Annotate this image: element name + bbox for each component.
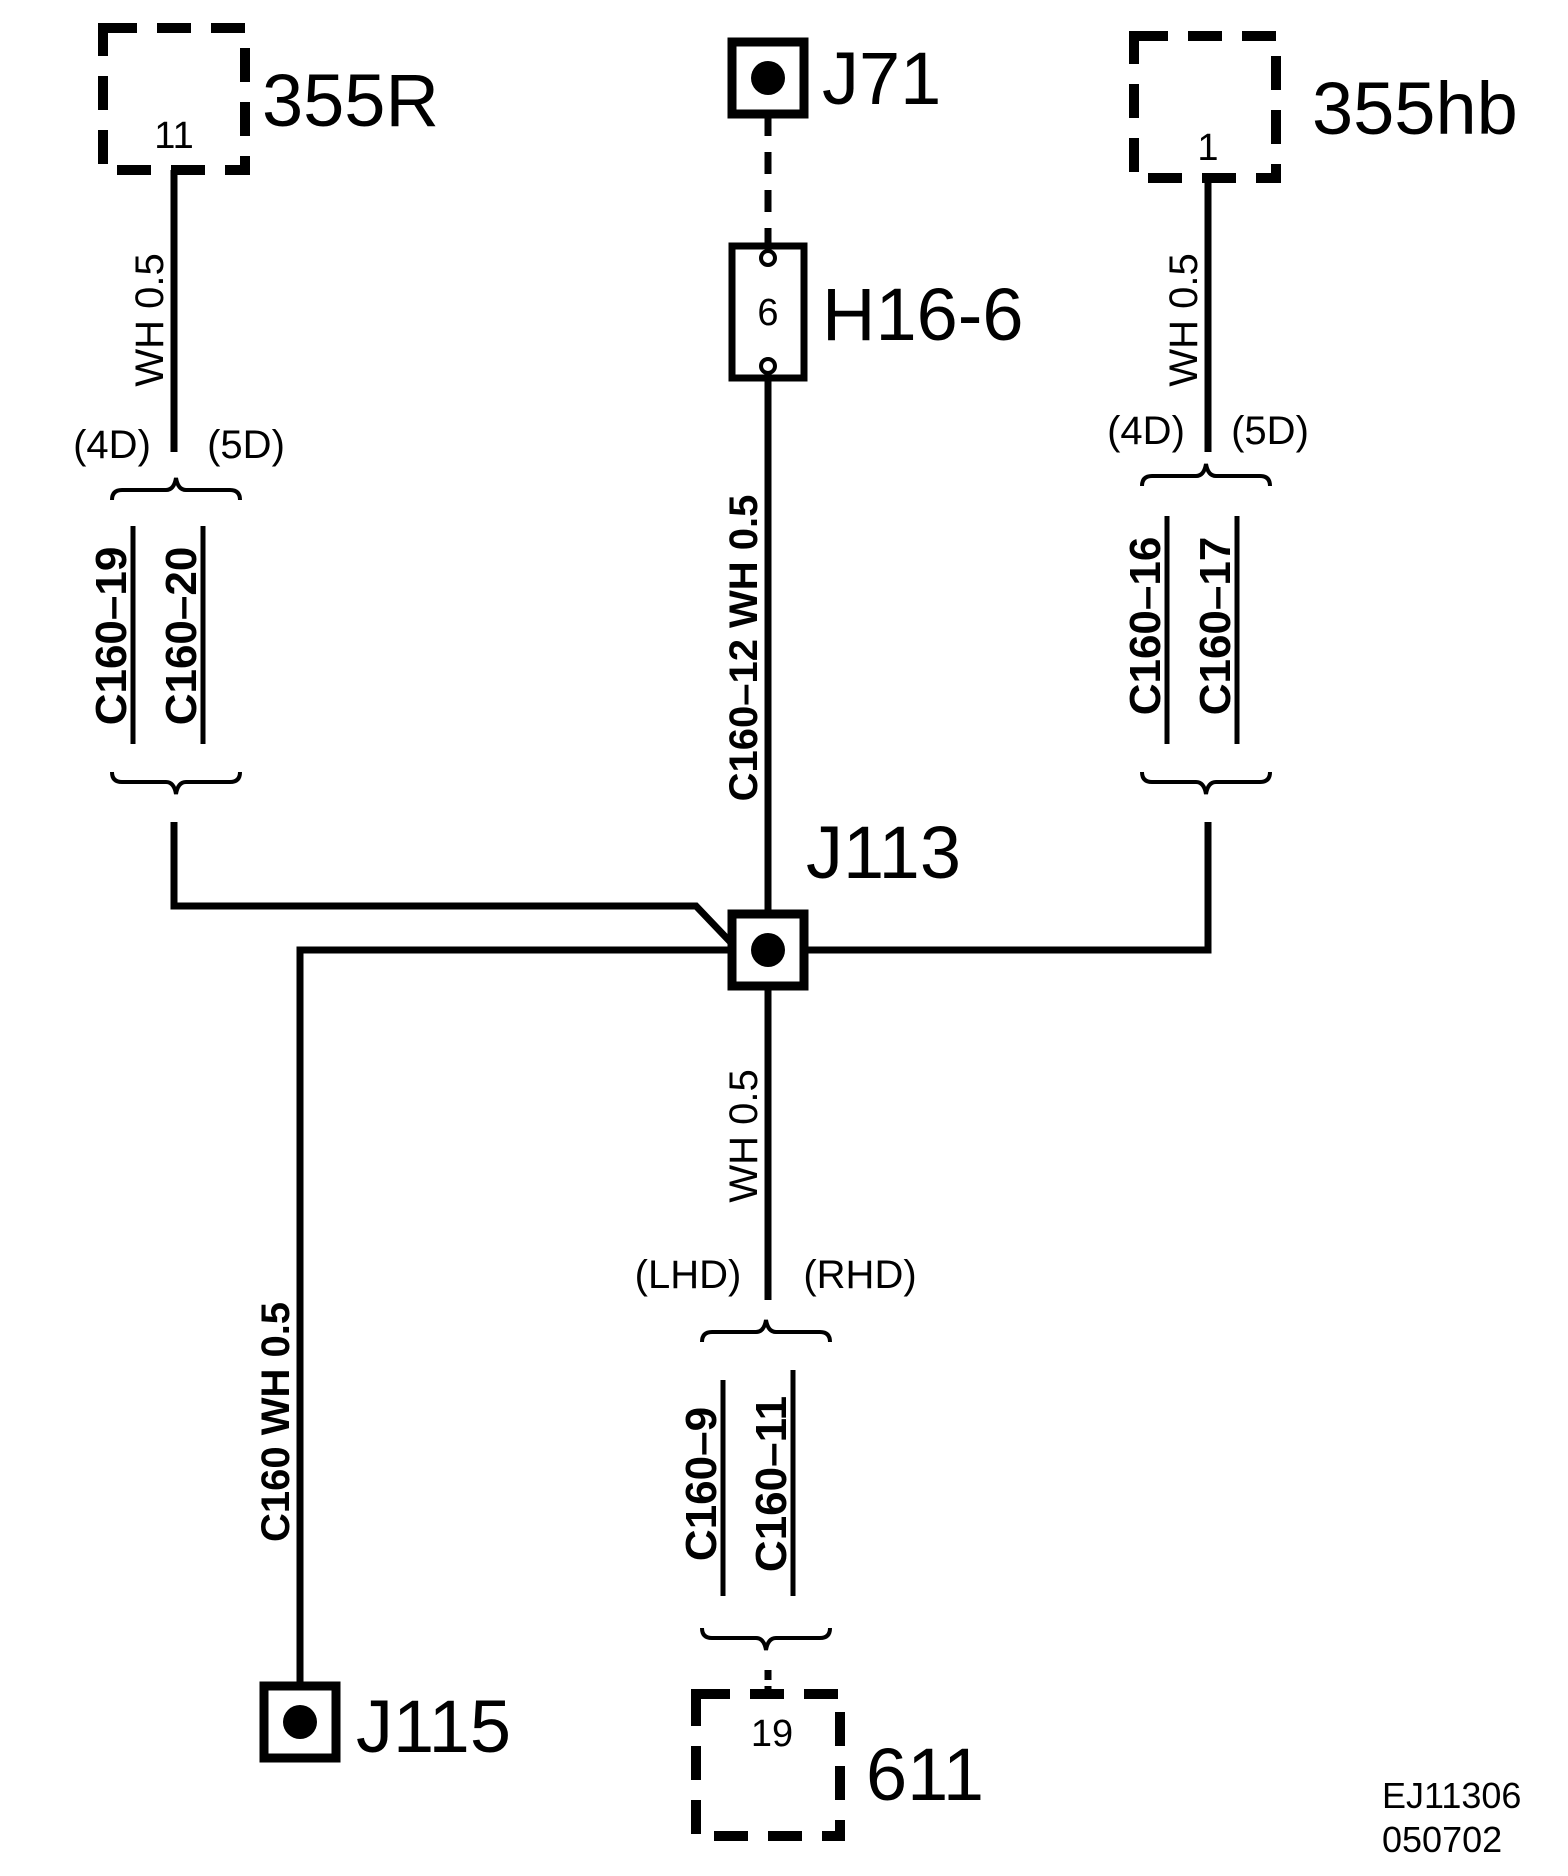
cond-right-b: (5D) bbox=[1231, 409, 1309, 453]
reference-code: EJ11306 bbox=[1382, 1775, 1521, 1816]
component-611-label: 611 bbox=[866, 1733, 984, 1816]
wire-label-center-top: C160–12 WH 0.5 bbox=[722, 495, 766, 802]
component-355r-label: 355R bbox=[262, 59, 439, 142]
connector-bottom-a: C160–9 bbox=[677, 1407, 726, 1561]
cond-left-b: (5D) bbox=[207, 423, 285, 467]
brace-right-top bbox=[1140, 463, 1272, 487]
cond-left-a: (4D) bbox=[73, 423, 151, 467]
splice-j115-label: J115 bbox=[356, 1685, 511, 1768]
splice-j71-label: J71 bbox=[822, 37, 941, 120]
brace-bottom-top bbox=[700, 1319, 832, 1343]
splice-j115-dot bbox=[283, 1705, 317, 1739]
component-355hb-pin: 1 bbox=[1197, 127, 1218, 169]
wire-left-branch bbox=[170, 822, 741, 953]
connector-left-a: C160–19 bbox=[87, 547, 136, 726]
connector-right-b: C160–17 bbox=[1191, 537, 1240, 716]
connector-right-a: C160–16 bbox=[1121, 537, 1170, 716]
component-611-pin: 19 bbox=[751, 1713, 793, 1755]
brace-left-top bbox=[110, 477, 242, 501]
component-h16-label: H16-6 bbox=[822, 273, 1024, 356]
connector-bottom-b: C160–11 bbox=[747, 1396, 796, 1572]
wire-right-branch bbox=[804, 822, 1212, 954]
wire-j115 bbox=[296, 946, 732, 1686]
connector-left-b: C160–20 bbox=[157, 547, 206, 726]
component-355hb-label: 355hb bbox=[1312, 67, 1518, 150]
reference-date: 050702 bbox=[1382, 1819, 1502, 1860]
cond-bottom-a: (LHD) bbox=[635, 1253, 742, 1297]
cond-right-a: (4D) bbox=[1107, 409, 1185, 453]
cond-bottom-b: (RHD) bbox=[803, 1253, 916, 1297]
component-611-box bbox=[691, 1689, 845, 1841]
component-h16-pin: 6 bbox=[757, 292, 778, 334]
wire-label-left-long: C160 WH 0.5 bbox=[254, 1302, 298, 1542]
wire-label-left-top: WH 0.5 bbox=[128, 253, 172, 386]
brace-bottom-bottom bbox=[700, 1627, 832, 1651]
h16-pin-bottom bbox=[759, 357, 777, 375]
splice-j71-dot bbox=[751, 61, 785, 95]
splice-j113-label: J113 bbox=[806, 811, 961, 894]
brace-left-bottom bbox=[110, 771, 242, 795]
h16-pin-top bbox=[759, 249, 777, 267]
wire-label-center-bottom: WH 0.5 bbox=[722, 1069, 766, 1202]
wire-label-right-top: WH 0.5 bbox=[1162, 253, 1206, 386]
brace-right-bottom bbox=[1140, 771, 1272, 795]
component-355r-pin: 11 bbox=[154, 115, 193, 157]
splice-j113-dot bbox=[751, 933, 785, 967]
